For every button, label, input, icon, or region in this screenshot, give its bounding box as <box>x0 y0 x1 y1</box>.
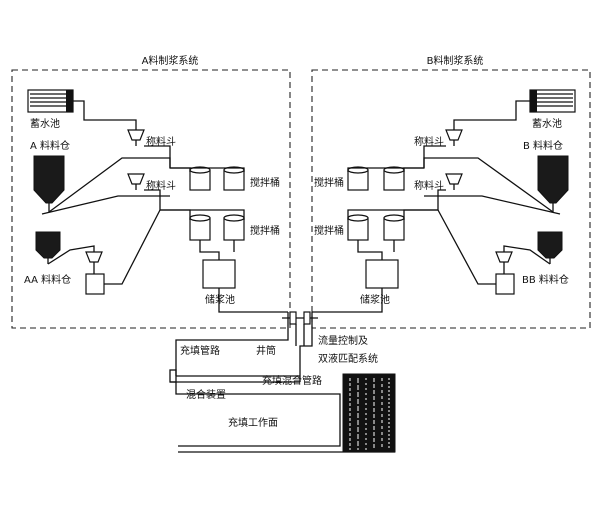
a-hopper1-label: 称料斗 <box>146 135 176 148</box>
flow-control-label-1: 流量控制及 <box>318 334 368 347</box>
a-mixer-tank-4 <box>223 214 245 241</box>
a-storage-pool <box>202 259 236 289</box>
fill-work-face <box>175 373 396 453</box>
work-face-label: 充填工作面 <box>228 416 278 429</box>
fill-pipeline <box>169 312 313 383</box>
a-water-label: 蓄水池 <box>30 117 60 130</box>
aa-silo <box>35 231 61 259</box>
b-hopper2-label: 称料斗 <box>414 179 444 192</box>
a-system-title: A料制浆系统 <box>142 54 199 67</box>
b-storage-label: 储浆池 <box>360 293 390 306</box>
bb-silo <box>537 231 563 259</box>
a-weigh-hopper-1 <box>127 129 145 146</box>
b-mixer-tank-2 <box>383 166 405 191</box>
a-mixer-tank-3 <box>189 214 211 241</box>
b-mixer1-label: 搅拌桶 <box>314 176 344 189</box>
b-system-boundary <box>311 69 591 329</box>
aa-feed-hopper <box>85 251 105 295</box>
b-hopper1-label: 称料斗 <box>414 135 444 148</box>
a-mixer-tank-1 <box>189 166 211 191</box>
mixed-pipe-label: 充填混合管路 <box>262 374 322 387</box>
fill-pipe-label: 充填管路 <box>180 344 220 357</box>
a-mixer-tank-2 <box>223 166 245 191</box>
b-mixer2-label: 搅拌桶 <box>314 224 344 237</box>
b-silo <box>537 155 569 204</box>
bb-silo-label: BB 料料仓 <box>522 273 569 286</box>
b-weigh-hopper-1 <box>445 129 463 146</box>
a-silo-label: A 料料仓 <box>30 139 70 152</box>
a-water-tank <box>27 89 74 113</box>
b-storage-pool <box>365 259 399 289</box>
a-pipes <box>41 100 288 313</box>
b-mixer-tank-4 <box>383 214 405 241</box>
a-mixer1-label: 搅拌桶 <box>250 176 280 189</box>
aa-silo-label: AA 料料仓 <box>24 273 71 286</box>
b-water-label: 蓄水池 <box>532 117 562 130</box>
b-weigh-hopper-2 <box>445 173 463 190</box>
b-water-tank <box>529 89 576 113</box>
a-weigh-hopper-2 <box>127 173 145 190</box>
shaft-label: 井筒 <box>256 344 276 357</box>
a-system-boundary <box>11 69 291 329</box>
b-silo-label: B 料料仓 <box>523 139 563 152</box>
b-mixer-tank-1 <box>347 166 369 191</box>
a-mixer2-label: 搅拌桶 <box>250 224 280 237</box>
flow-control-label-2: 双液匹配系统 <box>318 352 378 365</box>
b-pipes <box>312 100 561 313</box>
bb-feed-hopper <box>495 251 515 295</box>
a-storage-label: 储浆池 <box>205 293 235 306</box>
b-system-title: B料制浆系统 <box>427 54 484 67</box>
a-silo <box>33 155 65 204</box>
b-mixer-tank-3 <box>347 214 369 241</box>
a-hopper2-label: 称料斗 <box>146 179 176 192</box>
